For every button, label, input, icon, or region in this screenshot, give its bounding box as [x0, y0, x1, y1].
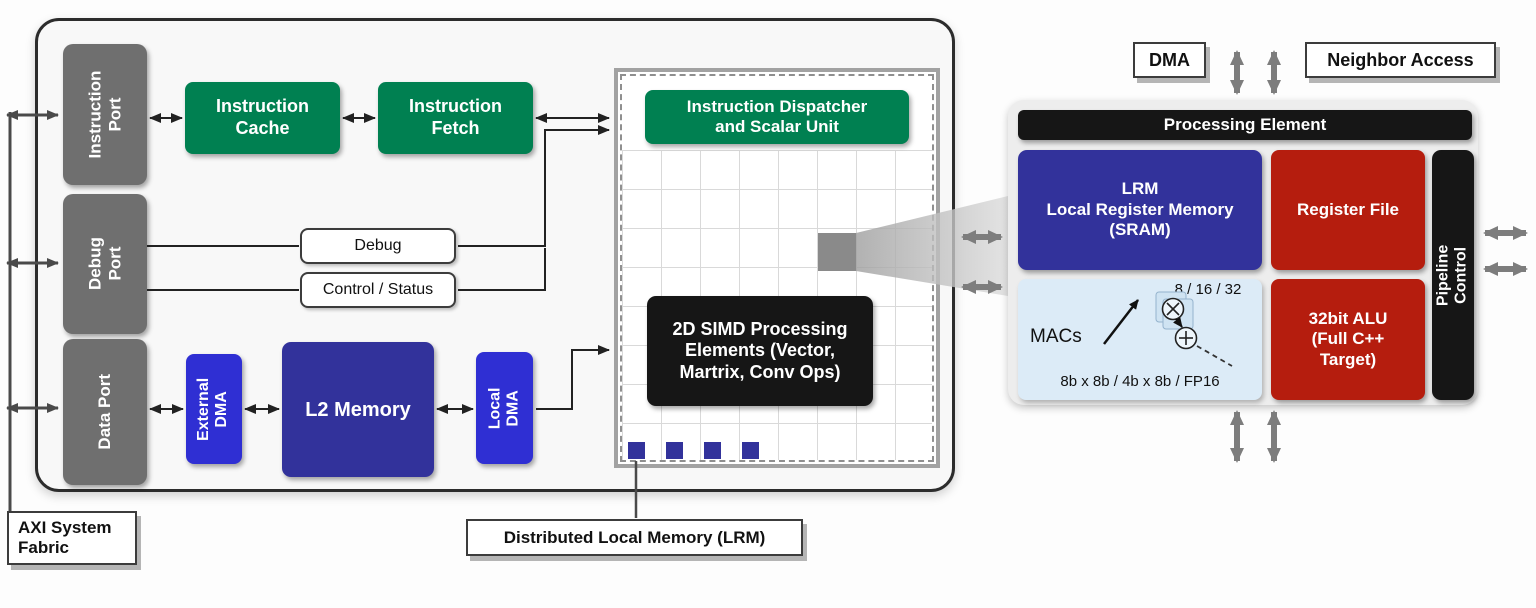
local-dma-label: Local DMA	[486, 387, 522, 429]
instruction-cache-block: Instruction Cache	[185, 82, 340, 154]
instruction-port-label: Instruction Port	[85, 70, 124, 159]
highlighted-pe-cell	[818, 233, 856, 271]
lrm-block: LRM Local Register Memory (SRAM)	[1018, 150, 1262, 270]
instruction-fetch-block: Instruction Fetch	[378, 82, 533, 154]
processing-element-title: Processing Element	[1018, 110, 1472, 140]
dma-label: DMA	[1133, 42, 1206, 78]
l2-memory-block: L2 Memory	[282, 342, 434, 477]
neighbor-access-label: Neighbor Access	[1305, 42, 1496, 78]
alu-block: 32bit ALU (Full C++ Target)	[1271, 279, 1425, 400]
debug-port-label: Debug Port	[85, 237, 124, 291]
external-dma-label: External DMA	[195, 377, 232, 441]
simd-label-box: 2D SIMD Processing Elements (Vector, Mar…	[647, 296, 873, 406]
mac-formats-label: 8b x 8b / 4b x 8b / FP16	[1060, 373, 1220, 390]
macs-block	[1018, 279, 1262, 400]
axi-system-fabric-label: AXI System Fabric	[7, 511, 137, 565]
external-dma-block: External DMA	[186, 354, 242, 464]
mac-counts-label: 8 / 16 / 32	[1174, 281, 1242, 298]
register-file-block: Register File	[1271, 150, 1425, 270]
debug-port-block: Debug Port	[63, 194, 147, 334]
pipeline-control-block: Pipeline Control	[1432, 150, 1474, 400]
lrm-cell	[628, 442, 645, 459]
lrm-cell	[704, 442, 721, 459]
instruction-port-block: Instruction Port	[63, 44, 147, 185]
macs-label: MACs	[1030, 326, 1082, 347]
local-dma-block: Local DMA	[476, 352, 533, 464]
data-port-label: Data Port	[95, 374, 115, 450]
lrm-cell	[742, 442, 759, 459]
pipeline-control-label: Pipeline Control	[1434, 244, 1471, 306]
control-status-box: Control / Status	[300, 272, 456, 308]
distributed-local-memory-label: Distributed Local Memory (LRM)	[466, 519, 803, 556]
data-port-block: Data Port	[63, 339, 147, 485]
lrm-cell	[666, 442, 683, 459]
instruction-dispatcher-block: Instruction Dispatcher and Scalar Unit	[645, 90, 909, 144]
debug-box: Debug	[300, 228, 456, 264]
